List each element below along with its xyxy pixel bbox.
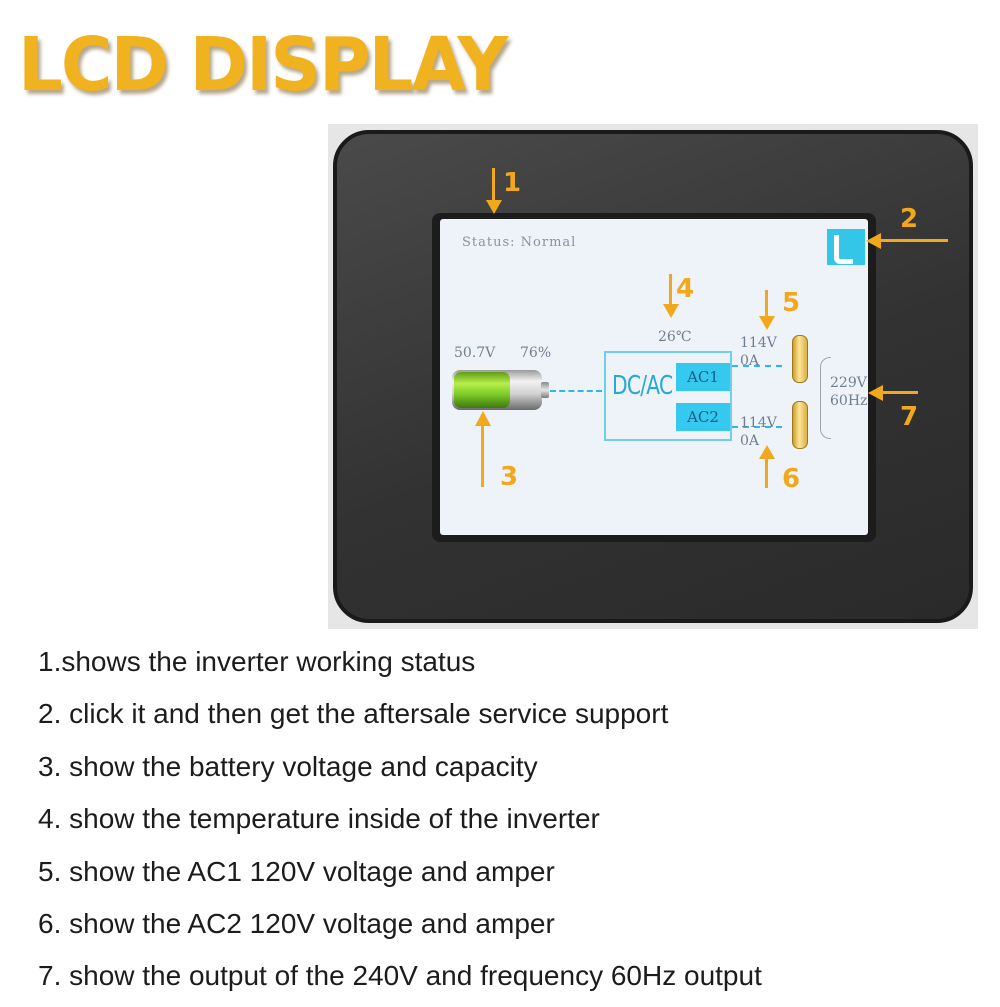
annotation-2-label: 2: [900, 204, 919, 234]
lcd-screen: Status: Normal 50.7V 76% 26℃ DC/AC AC1 A…: [432, 213, 876, 542]
description-item: 7. show the output of the 240V and frequ…: [38, 960, 762, 992]
ac1-current: 0A: [740, 353, 760, 369]
ac1-voltage: 114V: [740, 335, 777, 351]
annotation-6-label: 6: [782, 464, 801, 494]
description-item: 4. show the temperature inside of the in…: [38, 803, 600, 835]
ac2-output-line: [732, 426, 782, 428]
description-item: 2. click it and then get the aftersale s…: [38, 698, 669, 730]
ac2-outlet-icon: [792, 401, 808, 449]
ac2-voltage: 114V: [740, 415, 777, 431]
service-support-button[interactable]: [827, 229, 865, 265]
ac2-button[interactable]: AC2: [676, 403, 730, 431]
lcd-screen-content: Status: Normal 50.7V 76% 26℃ DC/AC AC1 A…: [440, 219, 868, 535]
annotation-4-label: 4: [676, 274, 695, 304]
dc-link-line: [550, 390, 602, 392]
description-item: 1.shows the inverter working status: [38, 646, 476, 677]
output-frequency: 60Hz: [830, 393, 868, 409]
dcac-block: DC/AC AC1 AC2: [604, 351, 732, 441]
description-item: 3. show the battery voltage and capacity: [38, 750, 538, 782]
status-text: Status: Normal: [462, 235, 577, 250]
battery-percent: 76%: [520, 345, 552, 361]
output-voltage: 229V: [830, 375, 867, 391]
annotation-1-label: 1: [503, 168, 522, 198]
description-item: 5. show the AC1 120V voltage and amper: [38, 855, 555, 887]
battery-level-fill: [454, 372, 510, 408]
ac1-button[interactable]: AC1: [676, 363, 730, 391]
description-list: 1.shows the inverter working status 2. c…: [38, 640, 762, 1007]
ac1-outlet-icon: [792, 335, 808, 383]
annotation-5-label: 5: [782, 288, 801, 318]
battery-terminal: [541, 382, 549, 398]
description-item: 6. show the AC2 120V voltage and amper: [38, 907, 555, 939]
phone-icon: [834, 235, 853, 264]
ac2-current: 0A: [740, 433, 760, 449]
dcac-label: DC/AC: [612, 371, 673, 401]
temperature-value: 26℃: [658, 329, 692, 345]
battery-icon: [452, 370, 549, 410]
ac1-output-line: [732, 365, 782, 367]
page-title: LCD DISPLAY: [18, 22, 508, 108]
annotation-3-label: 3: [500, 462, 519, 492]
battery-voltage: 50.7V: [454, 345, 496, 361]
annotation-7-label: 7: [900, 402, 919, 432]
